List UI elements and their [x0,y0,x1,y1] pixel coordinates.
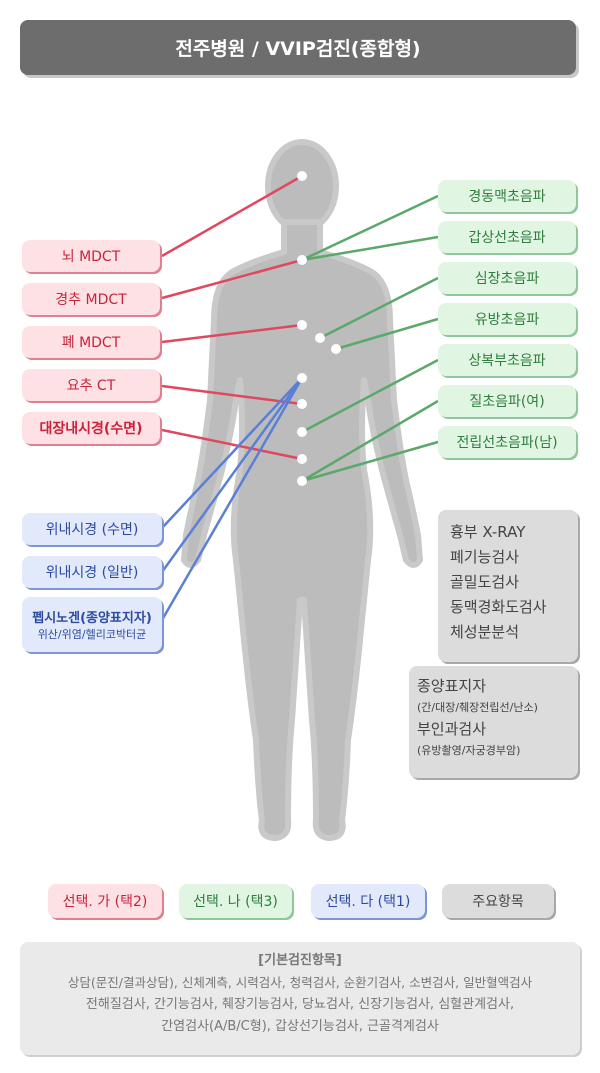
legend-option-c: 선택. 다 (택1) [311,884,425,918]
body-silhouette [181,139,423,841]
line-pepsinogen [160,377,304,621]
line-prostate [301,440,439,483]
basic-line: 전해질검사, 간기능검사, 췌장기능검사, 당뇨검사, 신장기능검사, 심혈관계… [85,997,515,1012]
line-colon [161,428,303,461]
main-item: 폐기능검사 [450,548,520,566]
basic-line: 상담(문진/결과상담), 신체계측, 시력검사, 청력검사, 순환기검사, 소변… [67,975,533,990]
body-points [297,171,341,486]
legend-option-b: 선택. 나 (택3) [179,884,292,918]
line-carotid [301,194,439,262]
tumor-marker-sub: (간/대장/췌장전립선/난소) [417,701,538,714]
legend-option-a: 선택. 가 (택2) [48,884,162,918]
label-vaginal-us: 질초음파(여) [438,385,576,417]
main-item: 골밀도검사 [450,573,520,591]
label-gastroscopy-general: 위내시경 (일반) [22,556,162,588]
label-pepsinogen: 펩시노겐(종양표지자) 위산/위염/헬리코박터균 [22,597,162,652]
line-brain [161,174,303,258]
pepsinogen-sub: 위산/위염/헬리코박터균 [37,628,147,641]
label-brain-mdct: 뇌 MDCT [22,240,160,272]
line-heart [319,276,439,340]
extra-items-box: 종양표지자 (간/대장/췌장전립선/난소) 부인과검사 (유방촬영/자궁경부암) [409,666,578,778]
tumor-marker-title: 종양표지자 [417,677,487,695]
main-item: 체성분분석 [450,623,520,641]
page-title: 전주병원 / VVIP검진(종합형) [20,20,576,75]
label-gastroscopy-sleep: 위내시경 (수면) [22,513,162,545]
line-abdomen [301,358,439,434]
label-cervical-mdct: 경추 MDCT [22,283,160,315]
line-lumbar [161,384,303,406]
label-prostate-us: 전립선초음파(남) [438,426,576,458]
label-lung-mdct: 폐 MDCT [22,326,160,358]
line-cervical [161,258,303,300]
line-lung [161,323,303,344]
label-lumbar-ct: 요추 CT [22,369,160,401]
main-items-box: 흉부 X-RAY 폐기능검사 골밀도검사 동맥경화도검사 체성분분석 [438,510,578,662]
gynecology-sub: (유방촬영/자궁경부암) [417,744,521,757]
basic-checkup-box: [기본검진항목] 상담(문진/결과상담), 신체계측, 시력검사, 청력검사, … [20,942,580,1055]
label-breast-us: 유방초음파 [438,303,576,335]
label-abdomen-us: 상복부초음파 [438,344,576,376]
main-item: 동맥경화도검사 [450,598,547,616]
label-thyroid-us: 갑상선초음파 [438,221,576,253]
line-vaginal [301,399,439,483]
label-heart-us: 심장초음파 [438,262,576,294]
line-thyroid [301,235,439,262]
line-gastro1 [161,377,303,529]
pepsinogen-title: 펩시노겐(종양표지자) [32,611,152,626]
label-carotid-us: 경동맥초음파 [438,180,576,212]
label-colonoscopy: 대장내시경(수면) [22,412,160,444]
gynecology-title: 부인과검사 [417,720,487,738]
basic-line: 간염검사(A/B/C형), 갑상선기능검사, 근골격계검사 [161,1019,439,1034]
legend-main-items: 주요항목 [442,884,554,918]
main-item: 흉부 X-RAY [450,523,526,541]
line-breast [335,317,439,351]
basic-title: [기본검진항목] [258,953,342,968]
line-gastro2 [160,377,304,573]
